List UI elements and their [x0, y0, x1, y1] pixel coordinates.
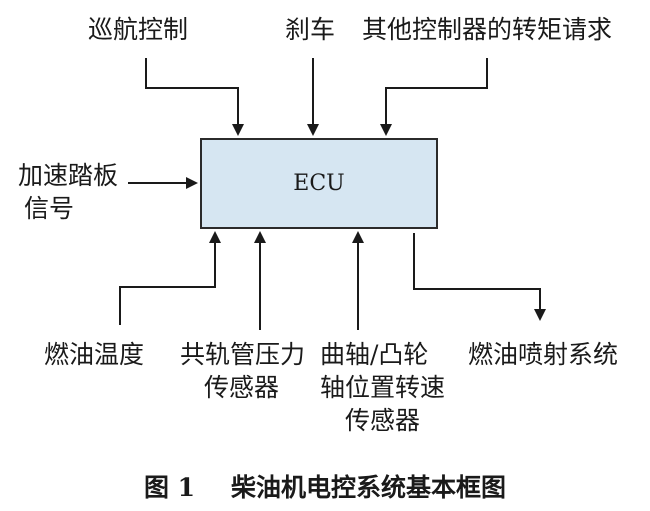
arrow-injection-output: [413, 233, 546, 321]
label-torque-request: 其他控制器的转矩请求: [362, 15, 613, 44]
label-brake: 刹车: [285, 15, 336, 44]
label-rail-pressure-line1: 共轨管压力: [180, 340, 306, 369]
label-fuel-temp: 燃油温度: [44, 340, 145, 369]
figure-caption: 图 1 柴油机电控系统基本框图: [0, 468, 650, 504]
arrow-cruise-control: [145, 58, 244, 136]
label-injection-system: 燃油喷射系统: [468, 340, 619, 369]
label-accelerator-line1: 加速踏板: [18, 161, 119, 190]
label-speed-sensor-line1: 曲轴/凸轮: [320, 340, 429, 369]
figure-title: 柴油机电控系统基本框图: [231, 473, 507, 502]
label-cruise-control: 巡航控制: [88, 15, 189, 44]
label-accelerator-line2: 信号: [24, 194, 75, 223]
label-rail-pressure-line2: 传感器: [204, 373, 280, 402]
figure-number: 图 1: [143, 473, 196, 502]
arrow-fuel-temp: [119, 231, 221, 325]
arrow-torque-request: [380, 58, 488, 136]
label-speed-sensor-line3: 传感器: [345, 406, 421, 435]
ecu-label: ECU: [293, 171, 345, 196]
ecu-block: ECU: [200, 138, 438, 229]
label-speed-sensor-line2: 轴位置转速: [320, 373, 446, 402]
